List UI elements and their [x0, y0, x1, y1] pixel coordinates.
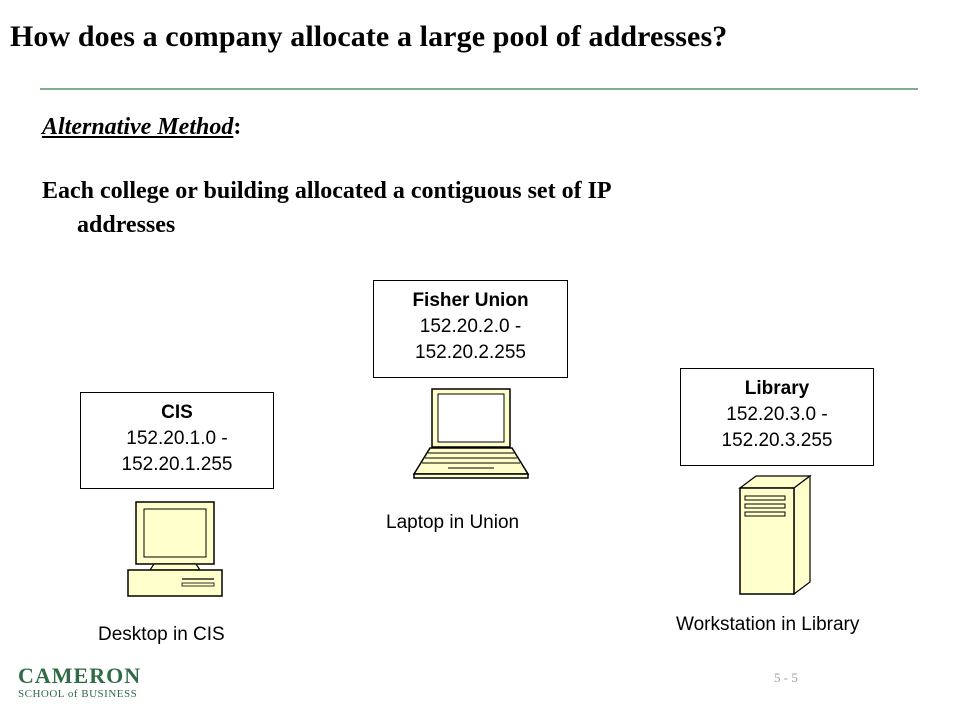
title-divider [40, 88, 918, 90]
cameron-logo: CAMERON SCHOOL of BUSINESS [18, 663, 142, 701]
union-range-start: 152.20.2.0 - [419, 316, 522, 337]
union-caption: Laptop in Union [386, 512, 520, 533]
page-number: 5 - 5 [774, 670, 798, 685]
body-line-1: Each college or building allocated a con… [42, 178, 612, 204]
cis-caption: Desktop in CIS [98, 624, 225, 645]
subtitle-colon: : [233, 114, 242, 140]
slide-title: How does a company allocate a large pool… [10, 20, 728, 53]
logo-school: SCHOOL of BUSINESS [18, 688, 138, 700]
logo-name: CAMERON [18, 663, 142, 688]
cis-range-start: 152.20.1.0 - [126, 428, 228, 449]
cis-range-end: 152.20.1.255 [121, 454, 233, 475]
subtitle-text: Alternative Method [42, 114, 234, 140]
union-address-box: Fisher Union 152.20.2.0 - 152.20.2.255 [373, 280, 568, 378]
body-line-2: addresses [77, 212, 176, 238]
union-name: Fisher Union [412, 290, 529, 311]
slide-body: Each college or building allocated a con… [42, 174, 912, 242]
library-range-start: 152.20.3.0 - [726, 404, 828, 425]
library-address-box: Library 152.20.3.0 - 152.20.3.255 [680, 368, 874, 466]
union-range-end: 152.20.2.255 [415, 342, 526, 363]
library-caption: Workstation in Library [676, 614, 860, 635]
cis-name: CIS [161, 402, 193, 423]
tower-server-icon [738, 474, 812, 596]
library-name: Library [744, 378, 810, 399]
desktop-computer-icon [127, 501, 223, 597]
slide-subtitle: Alternative Method: [42, 114, 241, 141]
cis-address-box: CIS 152.20.1.0 - 152.20.1.255 [80, 392, 274, 489]
library-range-end: 152.20.3.255 [721, 430, 833, 451]
laptop-icon [412, 388, 530, 479]
